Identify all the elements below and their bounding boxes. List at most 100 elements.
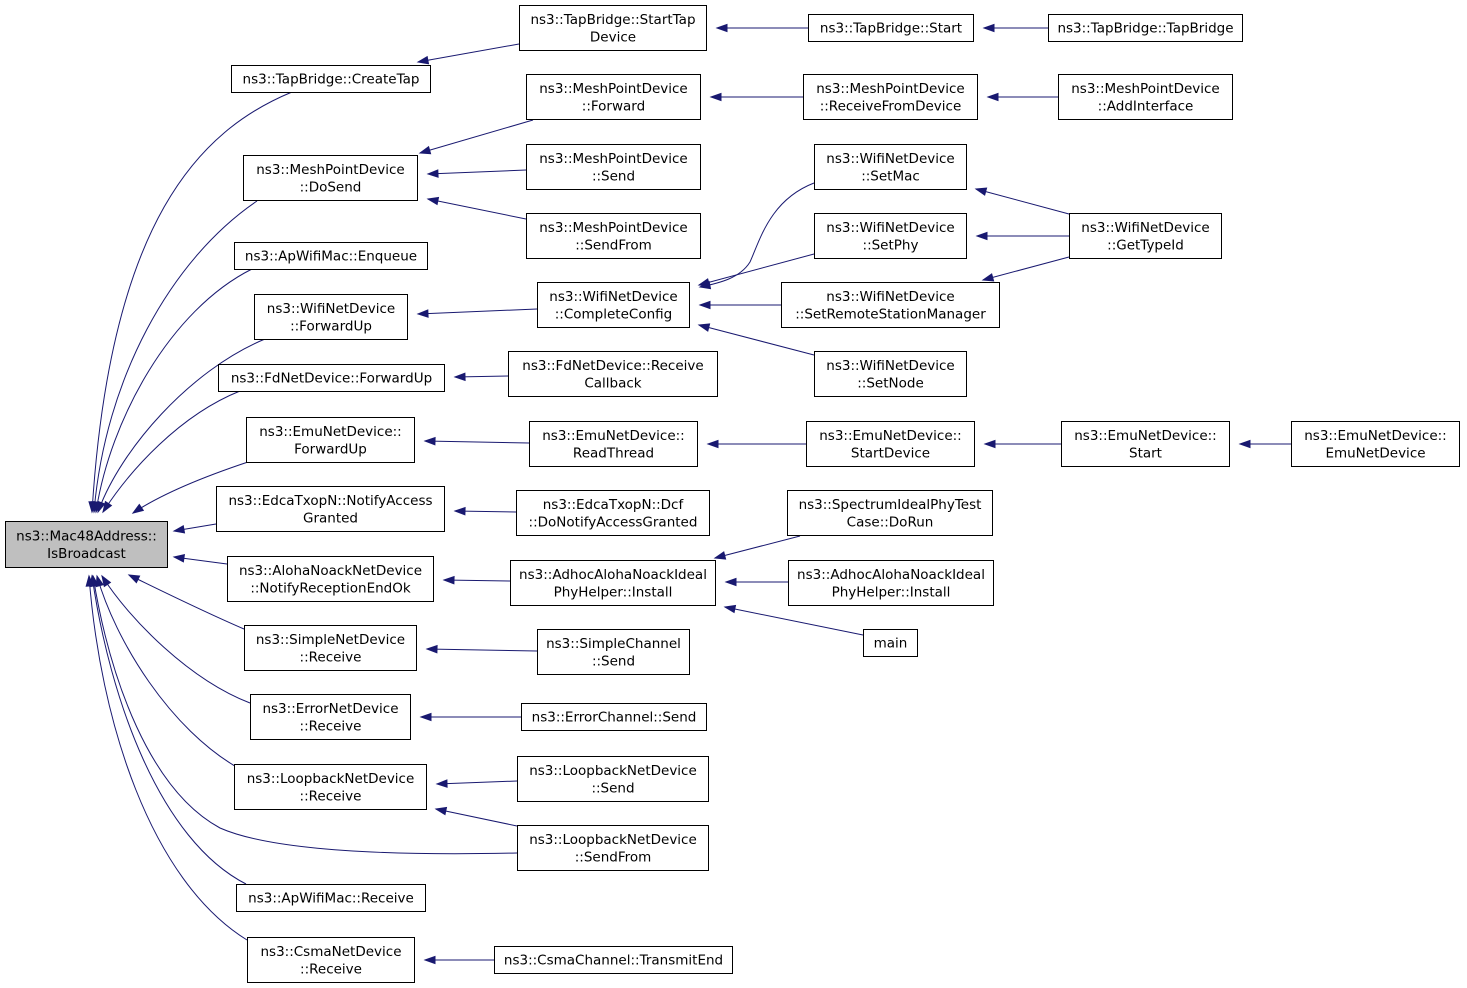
node-box bbox=[529, 421, 698, 467]
node-label: IsBroadcast bbox=[47, 546, 126, 562]
node-label: ::DoSend bbox=[300, 179, 362, 195]
node-box bbox=[787, 490, 993, 536]
edge-meshpointdevice-receivefromdevice-to-meshpointdevice-forward bbox=[709, 92, 803, 102]
edge-tapbridge-tapbridge-to-tapbridge-start bbox=[982, 23, 1048, 33]
edge-wifinetdevice-forwardup-to-mac48-isbroadcast bbox=[97, 338, 266, 514]
node-label: ::SendFrom bbox=[575, 849, 652, 865]
edge-line bbox=[975, 188, 1070, 215]
node-wifinetdevice-forwardup[interactable]: ns3::WifiNetDevice::ForwardUp bbox=[254, 294, 408, 340]
node-alohanoacknetdevice-notifyreceptionendok[interactable]: ns3::AlohaNoackNetDevice::NotifyReceptio… bbox=[227, 556, 434, 602]
node-label: ns3::EmuNetDevice:: bbox=[259, 424, 401, 440]
node-box bbox=[510, 560, 716, 606]
node-label: ns3::SimpleChannel bbox=[546, 636, 681, 652]
node-label: ::Send bbox=[591, 780, 634, 796]
node-loopbacknetdevice-send[interactable]: ns3::LoopbackNetDevice::Send bbox=[517, 756, 709, 802]
node-edcatxopn-donotifyaccessgranted[interactable]: ns3::EdcaTxopN::Dcf::DoNotifyAccessGrant… bbox=[516, 490, 710, 536]
arrowhead-icon bbox=[706, 439, 719, 449]
node-label: ns3::ApWifiMac::Receive bbox=[248, 891, 414, 907]
node-edcatxopn-notifyaccessgranted[interactable]: ns3::EdcaTxopN::NotifyAccessGranted bbox=[216, 486, 445, 532]
node-box bbox=[494, 946, 733, 974]
arrowhead-icon bbox=[453, 372, 466, 382]
node-emunetdevice-forwardup[interactable]: ns3::EmuNetDevice::ForwardUp bbox=[246, 417, 415, 463]
node-emunetdevice-start[interactable]: ns3::EmuNetDevice::Start bbox=[1061, 421, 1230, 467]
node-wifinetdevice-gettypeid[interactable]: ns3::WifiNetDevice::GetTypeId bbox=[1069, 213, 1222, 259]
edge-wifinetdevice-setphy-to-wifinetdevice-completeconfig bbox=[697, 253, 815, 287]
node-box bbox=[803, 74, 978, 120]
edge-wifinetdevice-completeconfig-to-wifinetdevice-forwardup bbox=[416, 308, 538, 318]
node-label: ns3::CsmaChannel::TransmitEnd bbox=[504, 953, 723, 969]
node-label: ::SetNode bbox=[857, 375, 924, 391]
node-simplechannel-send[interactable]: ns3::SimpleChannel::Send bbox=[537, 629, 690, 675]
node-wifinetdevice-setnode[interactable]: ns3::WifiNetDevice::SetNode bbox=[814, 351, 967, 397]
node-tapbridge-createtap[interactable]: ns3::TapBridge::CreateTap bbox=[231, 65, 431, 93]
node-label: ns3::MeshPointDevice bbox=[539, 220, 688, 236]
node-wifinetdevice-setmac[interactable]: ns3::WifiNetDevice::SetMac bbox=[814, 144, 967, 190]
node-errornetdevice-receive[interactable]: ns3::ErrorNetDevice::Receive bbox=[250, 694, 411, 740]
node-tapbridge-tapbridge[interactable]: ns3::TapBridge::TapBridge bbox=[1048, 14, 1243, 42]
node-adhocalohanoackidealphyhelper-install-2[interactable]: ns3::AdhocAlohaNoackIdealPhyHelper::Inst… bbox=[788, 560, 994, 606]
edge-emunetdevice-readthread-to-emunetdevice-forwardup bbox=[423, 436, 530, 446]
edge-tapbridge-start-to-tapbridge-starttapdevice bbox=[715, 23, 808, 33]
node-adhocalohanoackidealphyhelper-install[interactable]: ns3::AdhocAlohaNoackIdealPhyHelper::Inst… bbox=[510, 560, 716, 606]
edge-simplenetdevice-receive-to-mac48-isbroadcast bbox=[127, 574, 245, 630]
node-box bbox=[806, 421, 975, 467]
edge-csmachannel-transmitend-to-csmanetdevice-receive bbox=[423, 955, 494, 965]
node-loopbacknetdevice-sendfrom[interactable]: ns3::LoopbackNetDevice::SendFrom bbox=[517, 825, 709, 871]
node-loopbacknetdevice-receive[interactable]: ns3::LoopbackNetDevice::Receive bbox=[234, 764, 427, 810]
node-box bbox=[521, 703, 707, 731]
edge-edcatxopn-notifyaccessgranted-to-mac48-isbroadcast bbox=[172, 523, 217, 534]
node-emunetdevice-emunetdevice[interactable]: ns3::EmuNetDevice::EmuNetDevice bbox=[1291, 421, 1460, 467]
edge-edcatxopn-donotifyaccessgranted-to-edcatxopn-notifyaccessgranted bbox=[453, 506, 517, 516]
edge-loopbacknetdevice-sendfrom-to-loopbacknetdevice-receive bbox=[434, 806, 518, 827]
edge-emunetdevice-start-to-emunetdevice-startdevice bbox=[983, 439, 1061, 449]
node-box bbox=[218, 364, 445, 392]
arrowhead-icon bbox=[983, 439, 996, 449]
arrowhead-icon bbox=[1238, 439, 1251, 449]
node-csmanetdevice-receive[interactable]: ns3::CsmaNetDevice::Receive bbox=[247, 937, 415, 983]
node-label: ns3::TapBridge::StartTap bbox=[530, 12, 695, 28]
node-meshpointdevice-dosend[interactable]: ns3::MeshPointDevice::DoSend bbox=[243, 155, 418, 201]
edge-wifinetdevice-gettypeid-to-wifinetdevice-setphy bbox=[975, 231, 1069, 241]
node-wifinetdevice-setphy[interactable]: ns3::WifiNetDevice::SetPhy bbox=[814, 213, 967, 259]
node-errorchannel-send[interactable]: ns3::ErrorChannel::Send bbox=[521, 703, 707, 731]
node-tapbridge-start[interactable]: ns3::TapBridge::Start bbox=[808, 14, 974, 42]
node-wifinetdevice-setremotestationmanager[interactable]: ns3::WifiNetDevice::SetRemoteStationMana… bbox=[781, 282, 1000, 328]
edge-main-to-adhocalohanoackidealphyhelper-install bbox=[723, 604, 864, 636]
node-box bbox=[537, 282, 690, 328]
node-apwifimac-receive[interactable]: ns3::ApWifiMac::Receive bbox=[236, 884, 426, 912]
node-main[interactable]: main bbox=[863, 629, 918, 657]
node-label: ::SetPhy bbox=[863, 237, 919, 253]
node-label: ::NotifyReceptionEndOk bbox=[250, 580, 411, 596]
node-simplenetdevice-receive[interactable]: ns3::SimpleNetDevice::Receive bbox=[244, 625, 417, 671]
node-meshpointdevice-sendfrom[interactable]: ns3::MeshPointDevice::SendFrom bbox=[526, 213, 701, 259]
node-meshpointdevice-forward[interactable]: ns3::MeshPointDevice::Forward bbox=[526, 74, 701, 120]
edge-line bbox=[91, 91, 293, 513]
node-label: ns3::TapBridge::TapBridge bbox=[1057, 21, 1233, 37]
edge-meshpointdevice-addinterface-to-meshpointdevice-receivefromdevice bbox=[986, 92, 1058, 102]
node-emunetdevice-readthread[interactable]: ns3::EmuNetDevice::ReadThread bbox=[529, 421, 698, 467]
arrowhead-icon bbox=[724, 577, 737, 587]
edge-line bbox=[427, 169, 527, 175]
node-csmachannel-transmitend[interactable]: ns3::CsmaChannel::TransmitEnd bbox=[494, 946, 733, 974]
node-apwifimac-enqueue[interactable]: ns3::ApWifiMac::Enqueue bbox=[234, 242, 428, 270]
edge-line bbox=[698, 253, 815, 286]
node-label: Start bbox=[1129, 445, 1162, 461]
node-wifinetdevice-completeconfig[interactable]: ns3::WifiNetDevice::CompleteConfig bbox=[537, 282, 690, 328]
arrowhead-icon bbox=[127, 574, 141, 584]
node-fdnetdevice-forwardup[interactable]: ns3::FdNetDevice::ForwardUp bbox=[218, 364, 445, 392]
node-meshpointdevice-send[interactable]: ns3::MeshPointDevice::Send bbox=[526, 144, 701, 190]
node-emunetdevice-startdevice[interactable]: ns3::EmuNetDevice::StartDevice bbox=[806, 421, 975, 467]
edge-line bbox=[443, 579, 511, 582]
arrowhead-icon bbox=[697, 323, 711, 332]
edge-line bbox=[132, 461, 249, 514]
node-meshpointdevice-receivefromdevice[interactable]: ns3::MeshPointDevice::ReceiveFromDevice bbox=[803, 74, 978, 120]
node-label: ::Receive bbox=[300, 649, 362, 665]
node-mac48-isbroadcast[interactable]: ns3::Mac48Address::IsBroadcast bbox=[5, 521, 168, 568]
edge-line bbox=[699, 182, 815, 288]
edge-line bbox=[95, 268, 253, 513]
node-label: ns3::WifiNetDevice bbox=[826, 289, 954, 305]
node-meshpointdevice-addinterface[interactable]: ns3::MeshPointDevice::AddInterface bbox=[1058, 74, 1233, 120]
